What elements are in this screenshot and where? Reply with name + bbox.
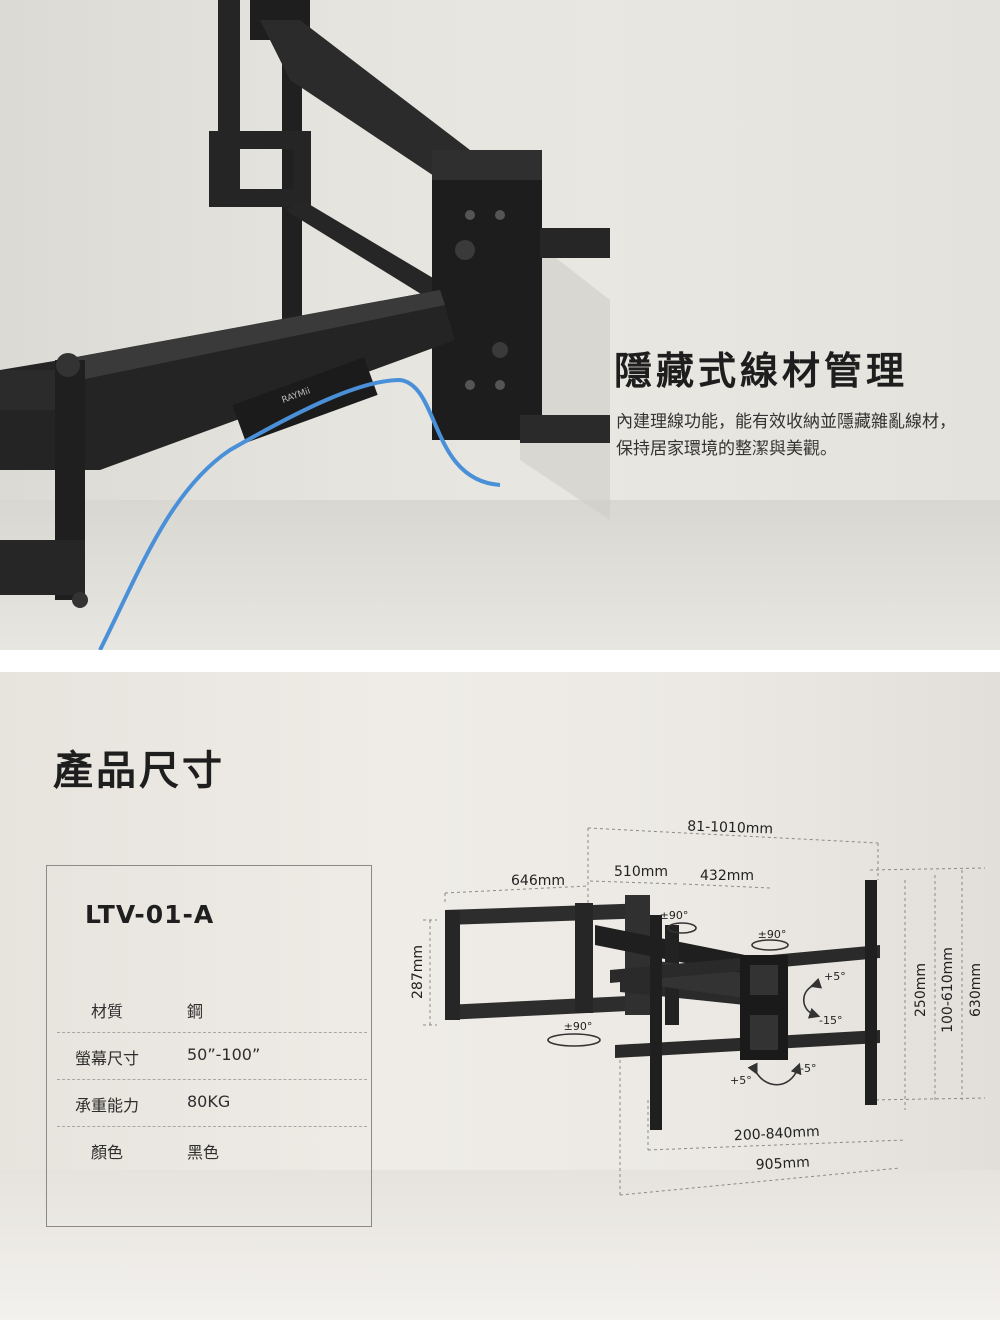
- level-left-label: +5°: [730, 1074, 752, 1087]
- floor-background: [0, 1170, 1000, 1320]
- plate-bolt: [465, 380, 475, 390]
- dimensions-title: 產品尺寸: [53, 748, 225, 794]
- wall-plate-drawing: [445, 895, 650, 1020]
- spec-label: 顏色: [90, 1143, 123, 1162]
- dim-label-250: 250mm: [913, 963, 929, 1017]
- plate-bolt: [465, 210, 475, 220]
- cable-management-panel: RAYMii 隱藏式線材管理 內建理線功能，能有效收納並隱藏雜亂線材，保持居家環…: [0, 0, 1000, 650]
- dim-label-905: 905mm: [755, 1155, 810, 1174]
- blue-cable: [98, 377, 501, 650]
- spec-value: 黑色: [187, 1143, 220, 1162]
- plate-bolt: [495, 210, 505, 220]
- spec-value: 鋼: [187, 1002, 204, 1021]
- dim-label-510: 510mm: [614, 864, 668, 880]
- floor-background: [0, 500, 1000, 650]
- dim-label-432: 432mm: [700, 868, 754, 884]
- elbow-cap: [56, 353, 80, 377]
- spec-table: 材質 鋼 螢幕尺寸 50”-100” 承重能力 80KG 顏色 黑色: [57, 986, 367, 1173]
- upper-arm: [260, 20, 470, 200]
- dim-label-100-610: 100-610mm: [940, 947, 956, 1033]
- swivel-label: ±90°: [564, 1020, 593, 1033]
- dimension-guides: [423, 827, 986, 1196]
- feature-description: 內建理線功能，能有效收納並隱藏雜亂線材，保持居家環境的整潔與美觀。: [616, 412, 956, 459]
- spec-value: 80KG: [187, 1092, 231, 1111]
- dim-label-646: 646mm: [511, 873, 565, 889]
- tilt-up-label: +5°: [824, 970, 846, 983]
- rail-frame: [209, 131, 311, 207]
- cable-cover: [232, 357, 378, 443]
- swivel-label: ±90°: [660, 909, 689, 922]
- spec-label: 螢幕尺寸: [74, 1049, 139, 1068]
- pivot-bolt: [455, 240, 475, 260]
- level-right-label: -5°: [800, 1062, 816, 1075]
- wall-plate-top: [432, 150, 542, 180]
- wall-plate: [432, 150, 542, 440]
- dimensions-panel: [0, 672, 1000, 1320]
- swivel-label: ±90°: [758, 928, 787, 941]
- upper-arm-lower: [285, 200, 470, 315]
- spec-label: 材質: [90, 1002, 123, 1021]
- mount-arm-photo: RAYMii: [0, 0, 610, 650]
- rear-rail-lower: [520, 415, 610, 443]
- main-arm-highlight: [60, 290, 445, 380]
- plate-bolt: [495, 380, 505, 390]
- spec-row: 材質 鋼: [57, 986, 367, 1033]
- spec-value: 50”-100”: [187, 1045, 261, 1064]
- spec-label: 承重能力: [74, 1096, 139, 1115]
- tv-bracket-drawing: [610, 880, 880, 1130]
- tilt-down-label: -15°: [819, 1014, 842, 1027]
- arm-shadow: [520, 230, 610, 520]
- model-number: LTV-01-A: [85, 900, 215, 929]
- elbow-foot: [72, 592, 88, 608]
- spec-row: 顏色 黑色: [57, 1127, 367, 1173]
- spec-row: 承重能力 80KG: [57, 1080, 367, 1127]
- dim-label-630: 630mm: [968, 963, 984, 1017]
- dim-label-81-1010: 81-1010mm: [687, 819, 773, 838]
- rear-rail: [540, 228, 610, 258]
- spec-row: 螢幕尺寸 50”-100”: [57, 1033, 367, 1080]
- lower-arm: [0, 540, 85, 595]
- rotation-arrows: [547, 922, 823, 1086]
- feature-title: 隱藏式線材管理: [614, 349, 909, 393]
- spec-box: LTV-01-A 材質 鋼 螢幕尺寸 50”-100” 承重能力 80KG 顏色…: [46, 865, 372, 1227]
- dim-label-200-840: 200-840mm: [734, 1124, 821, 1144]
- pivot-bolt: [492, 342, 508, 358]
- dim-label-287: 287mm: [410, 945, 426, 999]
- main-arm: [0, 290, 455, 470]
